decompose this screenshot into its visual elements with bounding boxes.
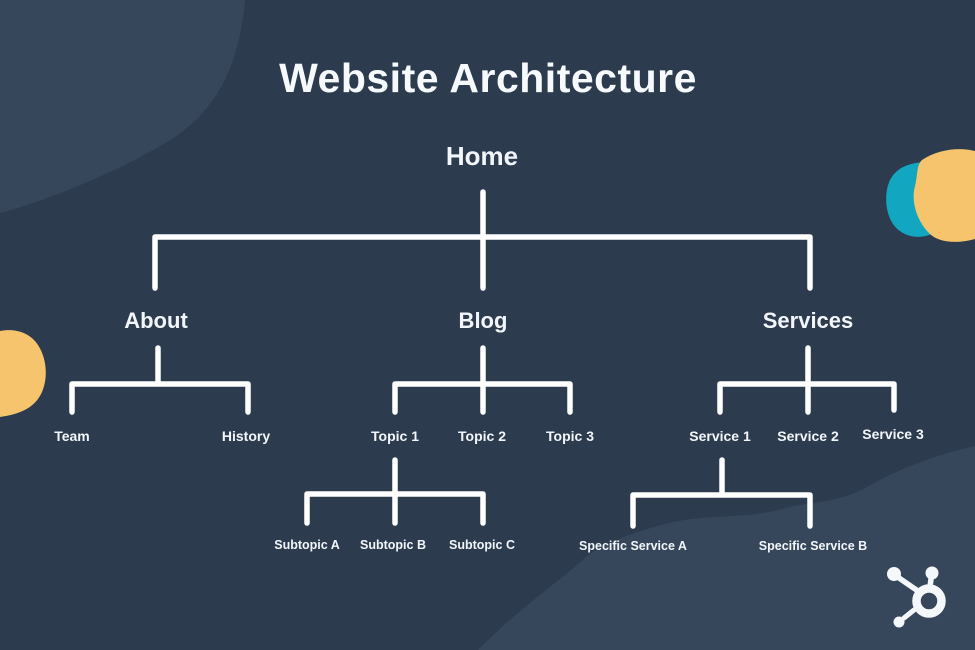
- node-topic-1: Topic 1: [371, 428, 419, 444]
- node-home: Home: [445, 141, 519, 171]
- blob-bottom-right: [478, 446, 975, 650]
- node-service-1: Service 1: [689, 428, 751, 444]
- connector-services: [717, 345, 897, 415]
- page-title: Website Architecture: [279, 55, 697, 101]
- node-blog: Blog: [458, 308, 508, 333]
- node-service-3: Service 3: [862, 426, 924, 442]
- node-services: Services: [762, 308, 854, 333]
- blob-top-left: [0, 0, 245, 213]
- node-team: Team: [54, 428, 90, 444]
- connector-service1: [630, 457, 813, 529]
- node-subtopic-a: Subtopic A: [274, 538, 340, 552]
- blob-yellow-right: [913, 149, 975, 242]
- connector-about: [69, 345, 251, 415]
- connector-blog: [392, 345, 573, 415]
- connector-topic1: [304, 457, 486, 526]
- node-topic-2: Topic 2: [458, 428, 506, 444]
- tree-connectors: [69, 189, 897, 529]
- node-history: History: [221, 428, 271, 444]
- node-about: About: [124, 308, 188, 333]
- blob-yellow-left: [0, 330, 46, 417]
- node-specific-service-b: Specific Service B: [758, 539, 868, 553]
- hubspot-logo-icon: [887, 566, 946, 628]
- node-topic-3: Topic 3: [546, 428, 594, 444]
- node-subtopic-c: Subtopic C: [449, 538, 515, 552]
- node-specific-service-a: Specific Service A: [579, 539, 687, 553]
- node-subtopic-b: Subtopic B: [360, 538, 426, 552]
- connector-home: [152, 189, 813, 291]
- node-service-2: Service 2: [777, 428, 839, 444]
